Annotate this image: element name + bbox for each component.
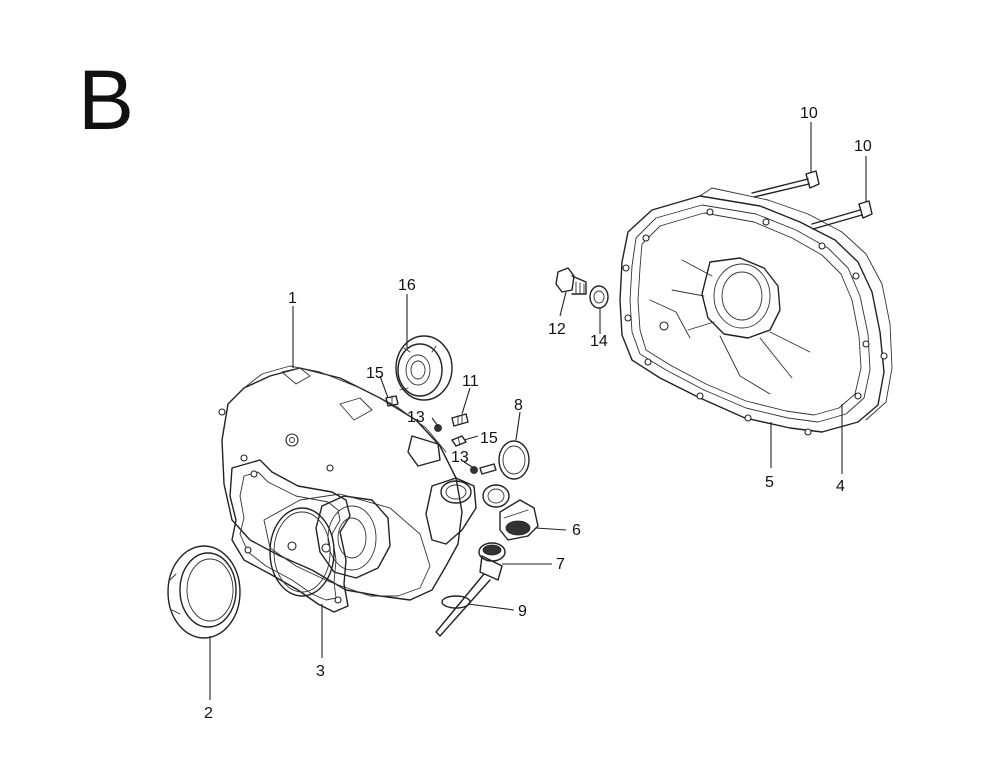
washer-small-lower [470,466,478,474]
callout-13-upper: 13 [407,409,425,426]
callout-11: 11 [462,373,479,390]
callout-3: 3 [316,663,325,680]
callout-13-lower: 13 [451,449,469,466]
callout-15-lower: 15 [480,430,498,447]
o-ring-large [269,507,335,597]
dipstick-o-ring [441,595,471,609]
callout-10-lower: 10 [854,138,872,155]
outer-case-cover [619,187,893,436]
callout-15-upper: 15 [366,365,384,382]
callout-2: 2 [204,705,213,722]
inner-case-housing [218,365,477,601]
case-gasket [229,459,351,613]
dipstick [435,542,506,637]
drain-plug [555,267,587,295]
filler-seal [482,484,510,508]
oil-seal [167,545,241,639]
callout-7: 7 [556,556,565,573]
sealing-washer [589,285,609,309]
bolt-short-lower [479,463,497,475]
callout-10-upper: 10 [800,105,818,122]
washer-small-upper [434,424,442,432]
callout-1: 1 [288,290,297,307]
ball-bearing [395,335,453,401]
long-bolt-upper [751,170,820,198]
section-letter: B [78,53,135,147]
callout-8: 8 [514,397,523,414]
callout-9: 9 [518,603,527,620]
callout-16: 16 [398,277,416,294]
callout-12: 12 [548,321,566,338]
dowel-pin-upper [385,395,399,407]
dowel-pin-lower [451,435,467,447]
filler-cap [499,499,539,541]
bolt-short [451,413,469,427]
callout-4: 4 [836,478,845,495]
callout-6: 6 [572,522,581,539]
callout-5: 5 [765,474,774,491]
long-bolt-lower [811,200,873,230]
callout-14: 14 [590,333,608,350]
leader-lines [209,122,867,700]
o-ring-small [498,440,530,480]
